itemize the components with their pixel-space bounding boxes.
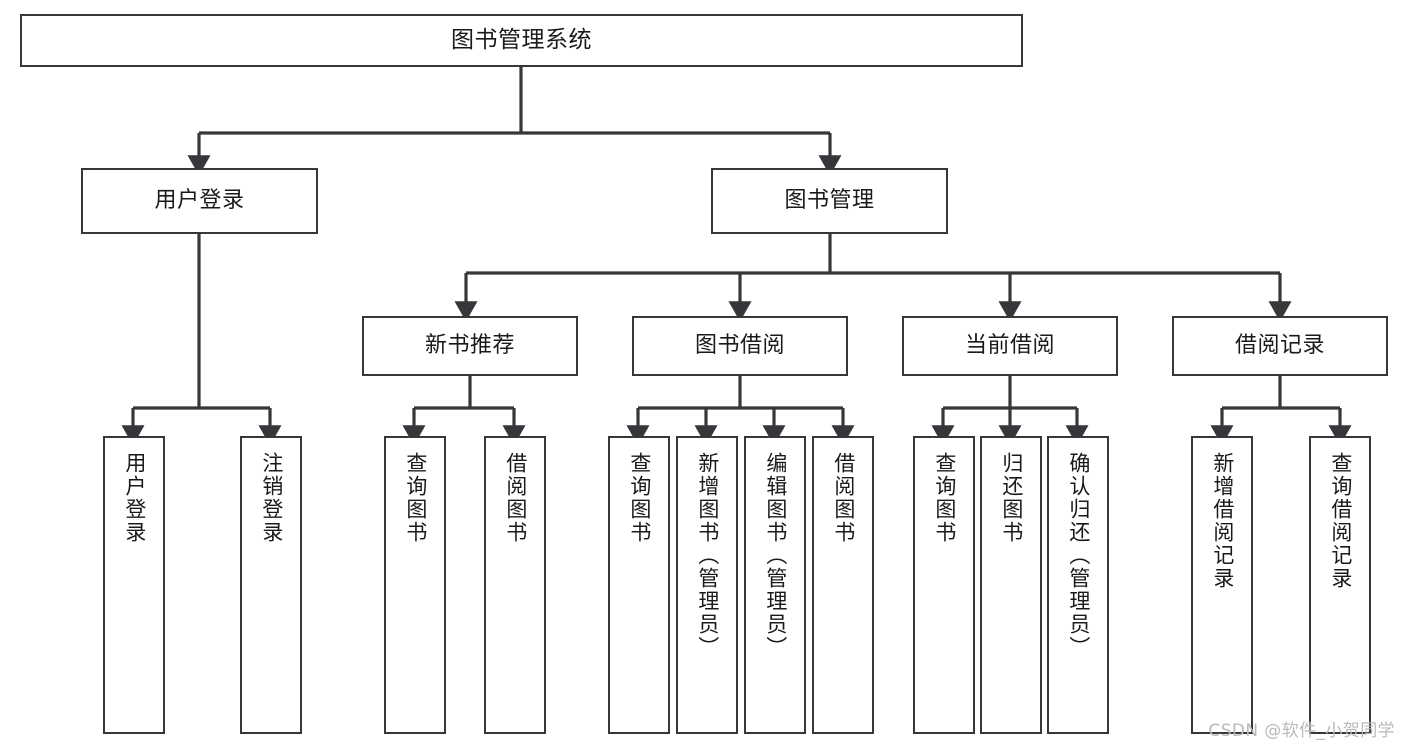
node-label: 图书借阅 bbox=[694, 333, 785, 359]
node-label: 查询图书 bbox=[932, 452, 957, 544]
node-label: 归还图书 bbox=[999, 452, 1024, 544]
node-leaf-logout[interactable]: 注销登录 bbox=[240, 436, 302, 734]
node-leaf-edit-book-admin[interactable]: 编辑图书（管理员） bbox=[744, 436, 806, 734]
node-label: 用户登录 bbox=[154, 188, 245, 214]
node-label: 注销登录 bbox=[259, 452, 284, 544]
node-leaf-query-borrow-record[interactable]: 查询借阅记录 bbox=[1309, 436, 1371, 734]
node-leaf-add-book-admin[interactable]: 新增图书（管理员） bbox=[676, 436, 738, 734]
node-label: 图书管理系统 bbox=[451, 26, 592, 53]
node-label: 借阅图书 bbox=[503, 452, 528, 544]
node-label: 当前借阅 bbox=[964, 333, 1055, 359]
node-label: 编辑图书（管理员） bbox=[763, 452, 788, 659]
node-leaf-query-book-recommend[interactable]: 查询图书 bbox=[384, 436, 446, 734]
node-label: 查询图书 bbox=[627, 452, 652, 544]
node-label: 确认归还（管理员） bbox=[1066, 452, 1091, 659]
node-leaf-borrow-book[interactable]: 借阅图书 bbox=[812, 436, 874, 734]
node-current-borrow[interactable]: 当前借阅 bbox=[902, 316, 1118, 376]
node-leaf-user-login[interactable]: 用户登录 bbox=[103, 436, 165, 734]
node-leaf-query-book-current[interactable]: 查询图书 bbox=[913, 436, 975, 734]
node-label: 新书推荐 bbox=[424, 333, 515, 359]
node-borrow-record[interactable]: 借阅记录 bbox=[1172, 316, 1388, 376]
watermark: CSDN @软件_小贺同学 bbox=[1208, 721, 1395, 741]
node-label: 查询图书 bbox=[403, 452, 428, 544]
node-label: 新增图书（管理员） bbox=[695, 452, 720, 659]
node-label: 新增借阅记录 bbox=[1210, 452, 1235, 590]
node-book-management[interactable]: 图书管理 bbox=[711, 168, 948, 234]
node-label: 图书管理 bbox=[784, 188, 875, 214]
node-leaf-add-borrow-record[interactable]: 新增借阅记录 bbox=[1191, 436, 1253, 734]
node-leaf-query-book-borrow[interactable]: 查询图书 bbox=[608, 436, 670, 734]
node-leaf-borrow-book-recommend[interactable]: 借阅图书 bbox=[484, 436, 546, 734]
node-label: 用户登录 bbox=[122, 452, 147, 544]
node-label: 借阅图书 bbox=[831, 452, 856, 544]
node-new-book-recommend[interactable]: 新书推荐 bbox=[362, 316, 578, 376]
node-label: 借阅记录 bbox=[1234, 333, 1325, 359]
node-book-borrow[interactable]: 图书借阅 bbox=[632, 316, 848, 376]
node-label: 查询借阅记录 bbox=[1328, 452, 1353, 590]
node-leaf-confirm-return-admin[interactable]: 确认归还（管理员） bbox=[1047, 436, 1109, 734]
node-root-book-management-system[interactable]: 图书管理系统 bbox=[20, 14, 1023, 67]
node-user-login[interactable]: 用户登录 bbox=[81, 168, 318, 234]
node-leaf-return-book[interactable]: 归还图书 bbox=[980, 436, 1042, 734]
